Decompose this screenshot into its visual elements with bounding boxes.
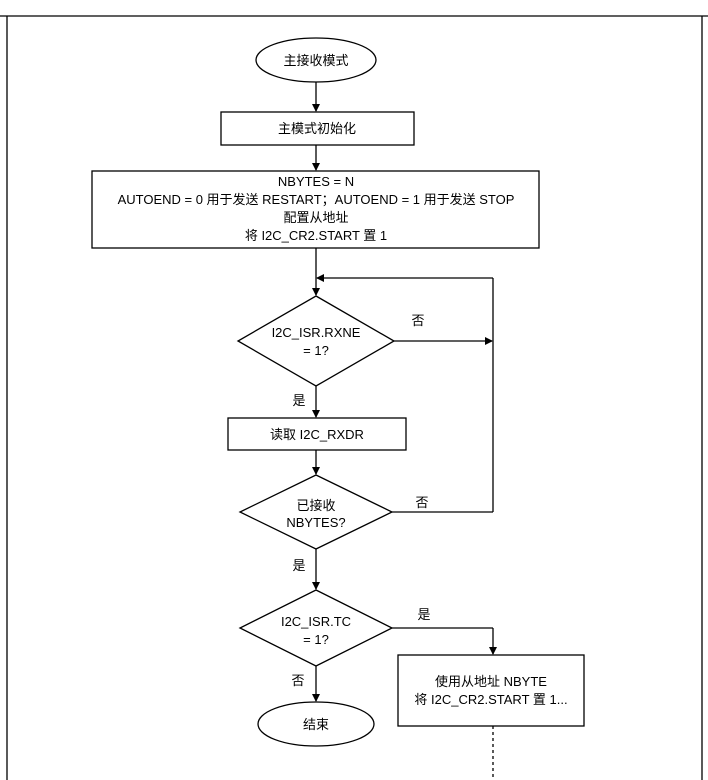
- config-line: 配置从地址: [283, 210, 348, 225]
- rxne-decision: [236, 295, 396, 387]
- rxne-label: I2C_ISR.RXNE: [272, 325, 361, 340]
- edge-label: 否: [411, 313, 424, 328]
- tc-label: I2C_ISR.TC: [281, 614, 351, 629]
- read-label: 读取 I2C_RXDR: [270, 427, 364, 442]
- nbytes-label: NBYTES?: [286, 515, 345, 530]
- restart-label: 将 I2C_CR2.START 置 1...: [414, 692, 567, 707]
- config-line: AUTOEND = 0 用于发送 RESTART；AUTOEND = 1 用于发…: [118, 192, 515, 208]
- edge-label: 是: [292, 558, 305, 573]
- nbytes-label: 已接收: [296, 498, 335, 513]
- init-label: 主模式初始化: [278, 121, 356, 136]
- rxne-label: = 1?: [303, 343, 329, 358]
- restart-node: [397, 654, 585, 727]
- edge-label: 是: [292, 393, 305, 408]
- read-node: [227, 417, 407, 451]
- end-label: 结束: [303, 717, 329, 732]
- tc-label: = 1?: [303, 632, 329, 647]
- edge-label: 否: [415, 495, 428, 510]
- config-line: 将 I2C_CR2.START 置 1: [245, 228, 387, 243]
- init-node: [220, 111, 415, 146]
- end-node: [257, 701, 375, 747]
- start-label: 主接收模式: [283, 53, 348, 68]
- restart-label: 使用从地址 NBYTE: [435, 674, 547, 689]
- edge-label: 否: [291, 673, 304, 688]
- config-line: NBYTES = N: [278, 174, 354, 189]
- edge-label: 是: [417, 607, 430, 622]
